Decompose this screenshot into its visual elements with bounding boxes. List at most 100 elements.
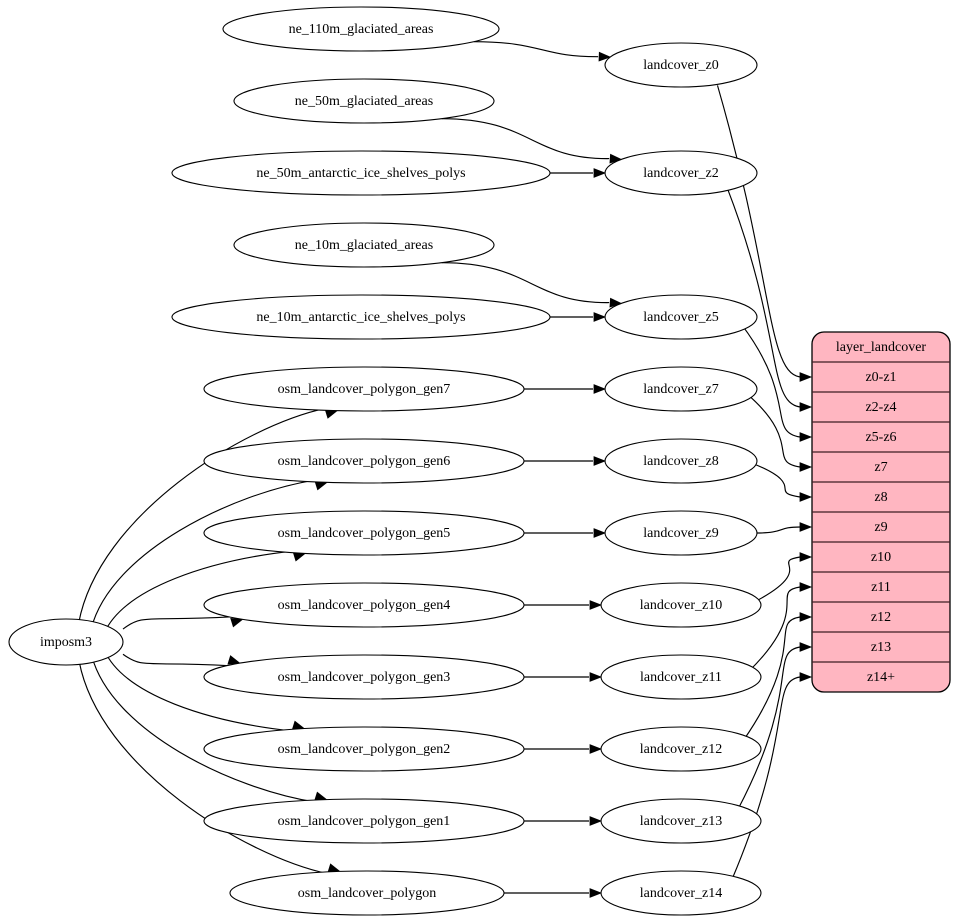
arrowhead bbox=[589, 600, 603, 610]
edge-landcover_z13-to-table-row-9 bbox=[737, 646, 801, 810]
table-row-label[interactable]: z12 bbox=[871, 610, 891, 625]
source-node-osm_landcover_polygon_gen3[interactable]: osm_landcover_polygon_gen3 bbox=[203, 654, 525, 700]
edge-landcover_z7-to-table-row-3 bbox=[746, 393, 801, 468]
source-node-ne_10m_antarctic_ice_shelves_polys[interactable]: ne_10m_antarctic_ice_shelves_polys bbox=[171, 294, 551, 340]
layer-node-landcover_z0[interactable]: landcover_z0 bbox=[604, 42, 758, 88]
layer-node-landcover_z2[interactable]: landcover_z2 bbox=[604, 150, 758, 196]
arrowhead bbox=[593, 384, 607, 394]
node-shape bbox=[203, 726, 525, 772]
edge-imposm3-to-osm_landcover_polygon_gen4 bbox=[122, 616, 232, 630]
node-shape bbox=[604, 366, 758, 412]
node-shape bbox=[233, 222, 495, 268]
table-layer: layer_landcover z0-z1 z2-z4 z5-z6 z7 z8 z9 z10 z… bbox=[811, 331, 951, 693]
node-label: landcover_z7 bbox=[643, 382, 718, 397]
source-node-osm_landcover_polygon_gen1[interactable]: osm_landcover_polygon_gen1 bbox=[203, 798, 525, 844]
node-shape bbox=[203, 798, 525, 844]
arrowhead bbox=[799, 642, 813, 652]
source-node-osm_landcover_polygon_gen2[interactable]: osm_landcover_polygon_gen2 bbox=[203, 726, 525, 772]
source-node-osm_landcover_polygon_gen5[interactable]: osm_landcover_polygon_gen5 bbox=[203, 510, 525, 556]
node-shape bbox=[604, 438, 758, 484]
source-node-ne_110m_glaciated_areas[interactable]: ne_110m_glaciated_areas bbox=[222, 6, 500, 52]
arrowhead bbox=[799, 552, 813, 562]
table-row-label[interactable]: z7 bbox=[874, 460, 887, 475]
node-shape bbox=[203, 582, 525, 628]
layer-node-landcover_z10[interactable]: landcover_z10 bbox=[600, 582, 762, 628]
source-node-ne_10m_glaciated_areas[interactable]: ne_10m_glaciated_areas bbox=[233, 222, 495, 268]
node-label: osm_landcover_polygon_gen6 bbox=[278, 454, 451, 469]
node-shape bbox=[203, 438, 525, 484]
node-label: osm_landcover_polygon bbox=[298, 886, 436, 901]
arrowhead bbox=[230, 618, 244, 628]
node-shape bbox=[600, 654, 762, 700]
node-shape bbox=[229, 870, 505, 916]
table-header-label: layer_landcover bbox=[836, 340, 927, 355]
arrowhead bbox=[799, 372, 813, 382]
node-shape bbox=[604, 150, 758, 196]
layer-node-landcover_z14[interactable]: landcover_z14 bbox=[600, 870, 762, 916]
source-node-osm_landcover_polygon_gen6[interactable]: osm_landcover_polygon_gen6 bbox=[203, 438, 525, 484]
node-shape bbox=[203, 654, 525, 700]
source-node-osm_landcover_polygon_gen4[interactable]: osm_landcover_polygon_gen4 bbox=[203, 582, 525, 628]
arrowhead bbox=[799, 432, 813, 442]
edge-landcover_z11-to-table-row-7 bbox=[748, 586, 801, 672]
table-row-label[interactable]: z8 bbox=[874, 490, 887, 505]
table-row-label[interactable]: z2-z4 bbox=[865, 400, 896, 415]
node-shape bbox=[171, 294, 551, 340]
node-shape bbox=[203, 366, 525, 412]
edge-landcover_z0-to-table-row-0 bbox=[716, 85, 801, 378]
layer-table-layer_landcover[interactable]: layer_landcover z0-z1 z2-z4 z5-z6 z7 z8 z9 z10 z… bbox=[811, 331, 951, 693]
layer-node-landcover_z9[interactable]: landcover_z9 bbox=[604, 510, 758, 556]
edge-imposm3-to-osm_landcover_polygon bbox=[78, 661, 329, 875]
arrowhead bbox=[593, 168, 607, 178]
table-row-label[interactable]: z13 bbox=[871, 640, 891, 655]
node-label: osm_landcover_polygon_gen2 bbox=[278, 742, 451, 757]
arrowhead bbox=[799, 582, 813, 592]
node-imposm3[interactable]: imposm3 bbox=[8, 618, 124, 666]
edge-ne_10m_glaciated_areas-to-landcover_z5 bbox=[441, 262, 610, 304]
arrowhead bbox=[589, 888, 603, 898]
arrowhead bbox=[593, 456, 607, 466]
arrowhead bbox=[589, 744, 603, 754]
source-node-osm_landcover_polygon_gen7[interactable]: osm_landcover_polygon_gen7 bbox=[203, 366, 525, 412]
node-shape bbox=[604, 294, 758, 340]
source-node-osm_landcover_polygon[interactable]: osm_landcover_polygon bbox=[229, 870, 505, 916]
table-row-label[interactable]: z0-z1 bbox=[865, 370, 896, 385]
layer-node-landcover_z13[interactable]: landcover_z13 bbox=[600, 798, 762, 844]
node-shape bbox=[600, 726, 762, 772]
node-label: ne_10m_glaciated_areas bbox=[295, 238, 433, 253]
node-label: osm_landcover_polygon_gen7 bbox=[278, 382, 451, 397]
arrowhead bbox=[799, 522, 813, 532]
node-shape bbox=[600, 798, 762, 844]
arrowhead bbox=[799, 462, 813, 472]
table-row-label[interactable]: z5-z6 bbox=[865, 430, 896, 445]
arrowhead bbox=[593, 312, 607, 322]
layer-node-landcover_z11[interactable]: landcover_z11 bbox=[600, 654, 762, 700]
layer-node-landcover_z12[interactable]: landcover_z12 bbox=[600, 726, 762, 772]
edge-ne_110m_glaciated_areas-to-landcover_z0 bbox=[473, 41, 599, 58]
layer-node-landcover_z8[interactable]: landcover_z8 bbox=[604, 438, 758, 484]
table-row-label[interactable]: z14+ bbox=[867, 670, 895, 685]
node-label: landcover_z0 bbox=[643, 58, 718, 73]
edge-ne_50m_glaciated_areas-to-landcover_z2 bbox=[441, 118, 610, 160]
table-row-label[interactable]: z10 bbox=[871, 550, 891, 565]
edge-imposm3-to-osm_landcover_polygon_gen5 bbox=[103, 550, 295, 634]
layer-node-landcover_z5[interactable]: landcover_z5 bbox=[604, 294, 758, 340]
table-row-label[interactable]: z11 bbox=[871, 580, 891, 595]
table-row-label[interactable]: z9 bbox=[874, 520, 887, 535]
edge-landcover_z12-to-table-row-8 bbox=[742, 616, 801, 741]
arrowhead bbox=[799, 672, 813, 682]
node-label: osm_landcover_polygon_gen3 bbox=[278, 670, 451, 685]
edge-landcover_z14-to-table-row-10 bbox=[731, 676, 801, 880]
node-label: osm_landcover_polygon_gen4 bbox=[278, 598, 451, 613]
node-label: osm_landcover_polygon_gen1 bbox=[278, 814, 451, 829]
layer-node-landcover_z7[interactable]: landcover_z7 bbox=[604, 366, 758, 412]
arrowhead bbox=[589, 672, 603, 682]
node-label: imposm3 bbox=[40, 635, 92, 650]
source-node-ne_50m_antarctic_ice_shelves_polys[interactable]: ne_50m_antarctic_ice_shelves_polys bbox=[171, 150, 551, 196]
node-shape bbox=[171, 150, 551, 196]
node-label: ne_50m_antarctic_ice_shelves_polys bbox=[256, 166, 465, 181]
node-shape bbox=[600, 870, 762, 916]
node-shape bbox=[600, 582, 762, 628]
source-node-ne_50m_glaciated_areas[interactable]: ne_50m_glaciated_areas bbox=[233, 78, 495, 124]
